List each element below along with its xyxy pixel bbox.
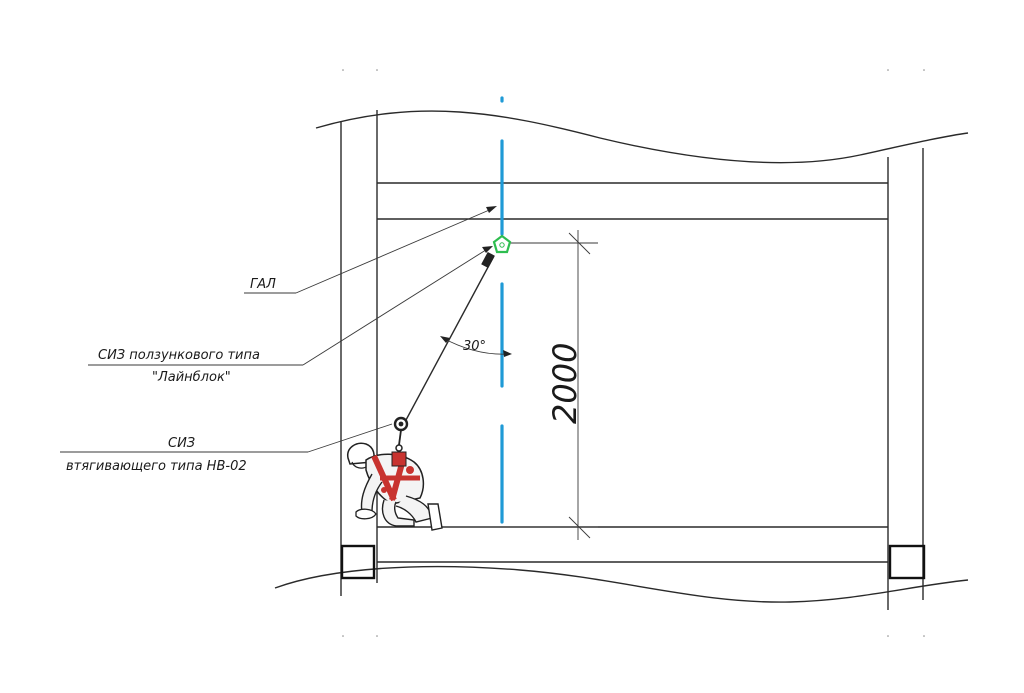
top-beam	[377, 182, 888, 220]
top-break-line	[315, 110, 969, 164]
slider-device	[492, 234, 512, 254]
retract-label-line2: втягивающего типа НВ-02	[66, 459, 247, 474]
corner-marks	[342, 69, 925, 637]
bottom-beam	[377, 526, 888, 563]
right-column	[887, 148, 924, 610]
retract-label-line1: СИЗ	[168, 436, 195, 451]
angle-value-text: 30°	[463, 339, 486, 354]
leader-lines	[60, 206, 497, 453]
angle-arrow-right	[503, 350, 512, 357]
height-dimension	[440, 230, 598, 540]
right-base-plate	[888, 544, 926, 580]
left-base-plate	[340, 544, 376, 580]
worker-figure	[347, 429, 443, 531]
slider-label-line2: "Лайнблок"	[152, 370, 231, 385]
angle-arrow-left	[440, 336, 450, 343]
height-dimension-text: 2000	[546, 343, 584, 424]
slider-label-line1: СИЗ ползункового типа	[98, 348, 260, 363]
bottom-break-line	[274, 565, 969, 603]
gal-label: ГАЛ	[250, 277, 276, 292]
left-column	[340, 110, 378, 596]
